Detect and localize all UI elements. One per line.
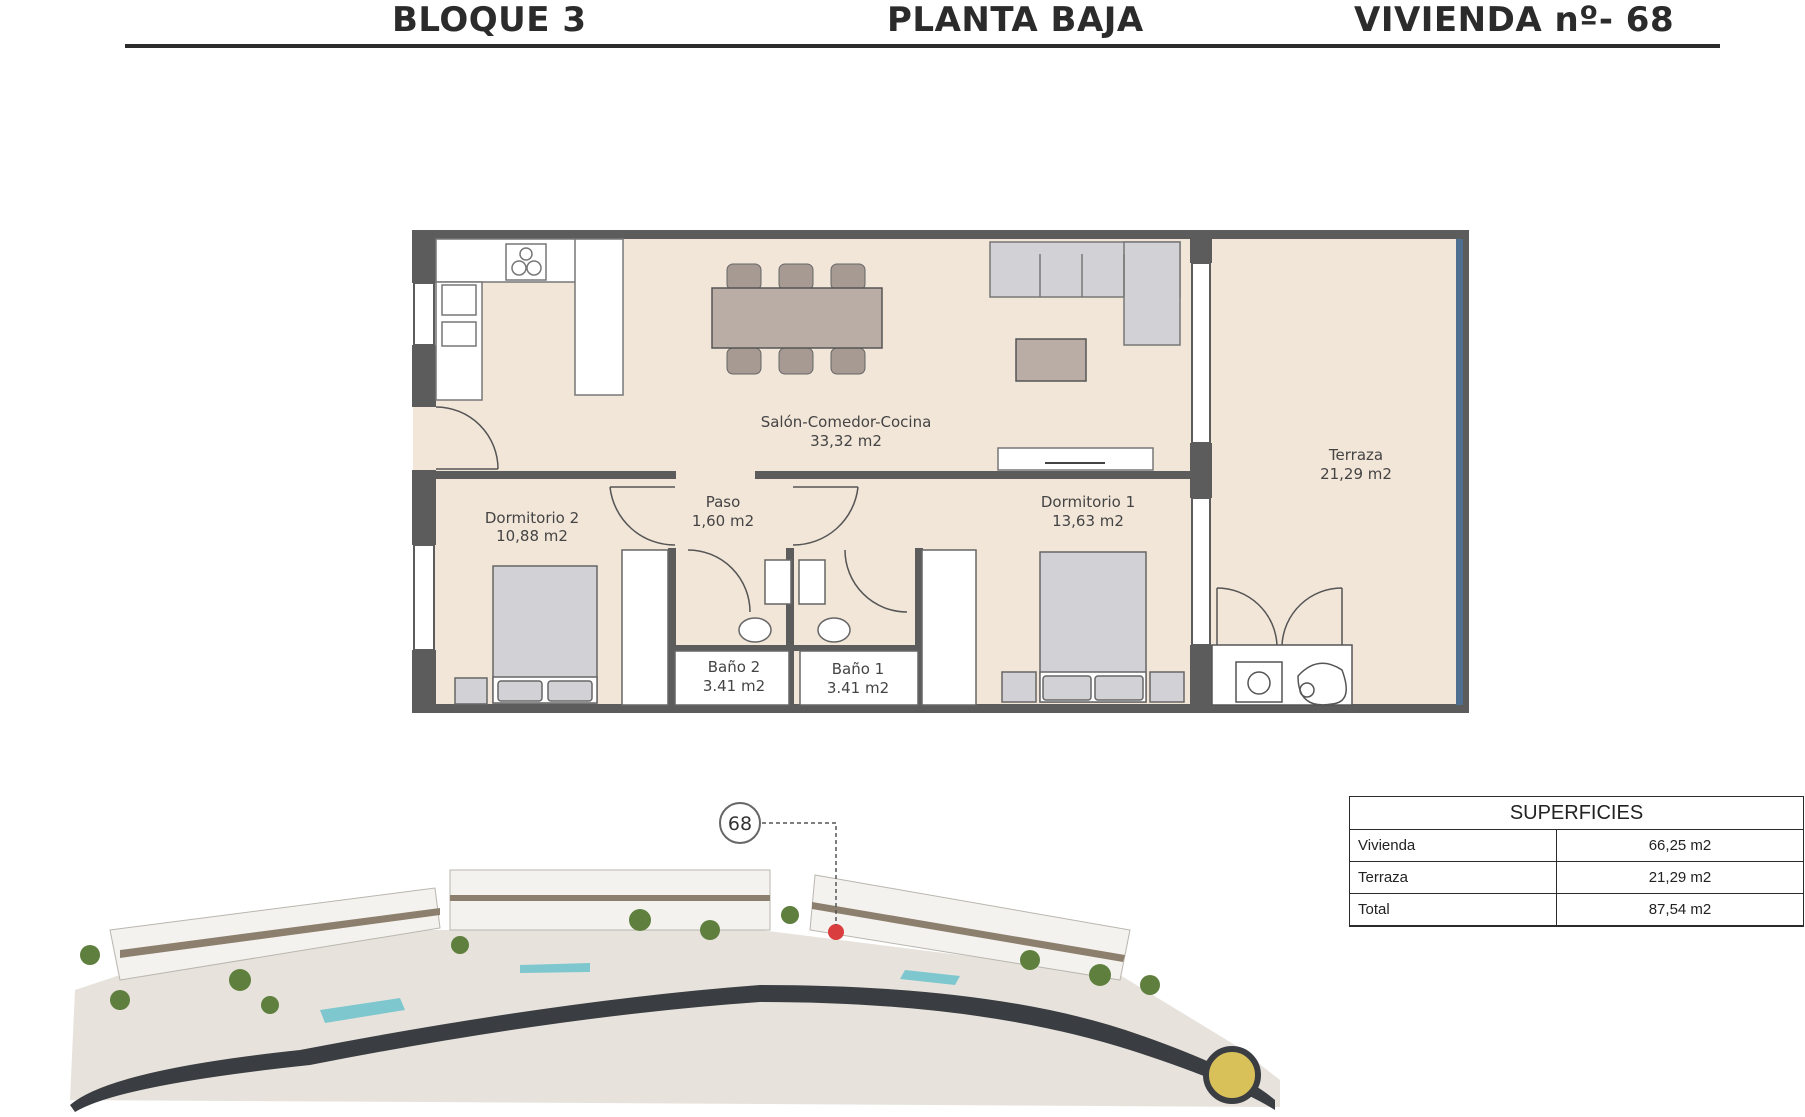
- label-dormitorio-1: Dormitorio 1: [1041, 493, 1135, 511]
- pools: [320, 963, 960, 1023]
- row-label: Vivienda: [1349, 829, 1557, 862]
- label-salon: Salón-Comedor-Cocina: [761, 413, 932, 431]
- unit-marker-dot: [828, 924, 844, 940]
- area-bano-2: 3.41 m2: [703, 677, 765, 695]
- site-rendering: 68: [70, 802, 1280, 1112]
- bed-dormitorio-2: [454, 565, 598, 705]
- terrace-fixtures: [1211, 587, 1353, 706]
- table-row: Terraza 21,29 m2: [1349, 861, 1804, 894]
- label-paso: Paso: [706, 493, 741, 511]
- unit-callout-number: 68: [728, 813, 752, 835]
- label-terraza: Terraza: [1328, 446, 1383, 464]
- wardrobes: [621, 549, 977, 706]
- area-paso: 1,60 m2: [692, 512, 754, 530]
- floor-terrace: [1211, 237, 1457, 705]
- row-label: Total: [1349, 893, 1557, 927]
- row-label: Terraza: [1349, 861, 1557, 894]
- area-dormitorio-2: 10,88 m2: [496, 527, 568, 545]
- windows: [413, 239, 1463, 705]
- row-value: 66,25 m2: [1556, 829, 1804, 862]
- site-ground: [70, 930, 1280, 1107]
- table-row: Vivienda 66,25 m2: [1349, 829, 1804, 862]
- roundabout: [1203, 1046, 1261, 1104]
- entrance-door: [435, 406, 499, 470]
- dining-set: [711, 263, 883, 375]
- unit-callout: [719, 802, 761, 844]
- header-bloque: BLOQUE 3: [392, 0, 587, 40]
- table-row: Total 87,54 m2: [1349, 893, 1804, 927]
- bedroom-doors: [609, 486, 908, 613]
- header-vivienda: VIVIENDA nº- 68: [1354, 0, 1675, 40]
- kitchen: [435, 238, 624, 401]
- bed-dormitorio-1: [1001, 551, 1185, 703]
- header-planta: PLANTA BAJA: [887, 0, 1144, 40]
- superficies-table: SUPERFICIES Vivienda 66,25 m2 Terraza 21…: [1349, 796, 1804, 927]
- trees: [80, 906, 1160, 1014]
- label-bano-1: Baño 1: [832, 660, 884, 678]
- area-terraza: 21,29 m2: [1320, 465, 1392, 483]
- row-value: 87,54 m2: [1556, 893, 1804, 927]
- superficies-title: SUPERFICIES: [1349, 796, 1804, 830]
- header-rule: [125, 44, 1720, 48]
- label-dormitorio-2: Dormitorio 2: [485, 509, 579, 527]
- site-road: [70, 985, 1275, 1112]
- label-bano-2: Baño 2: [708, 658, 760, 676]
- area-bano-1: 3.41 m2: [827, 679, 889, 697]
- lounge: [989, 241, 1181, 471]
- bathrooms: [674, 559, 919, 706]
- buildings: [109, 869, 1131, 981]
- area-salon: 33,32 m2: [810, 432, 882, 450]
- unit-leader-line: [762, 822, 837, 925]
- area-dormitorio-1: 13,63 m2: [1052, 512, 1124, 530]
- row-value: 21,29 m2: [1556, 861, 1804, 894]
